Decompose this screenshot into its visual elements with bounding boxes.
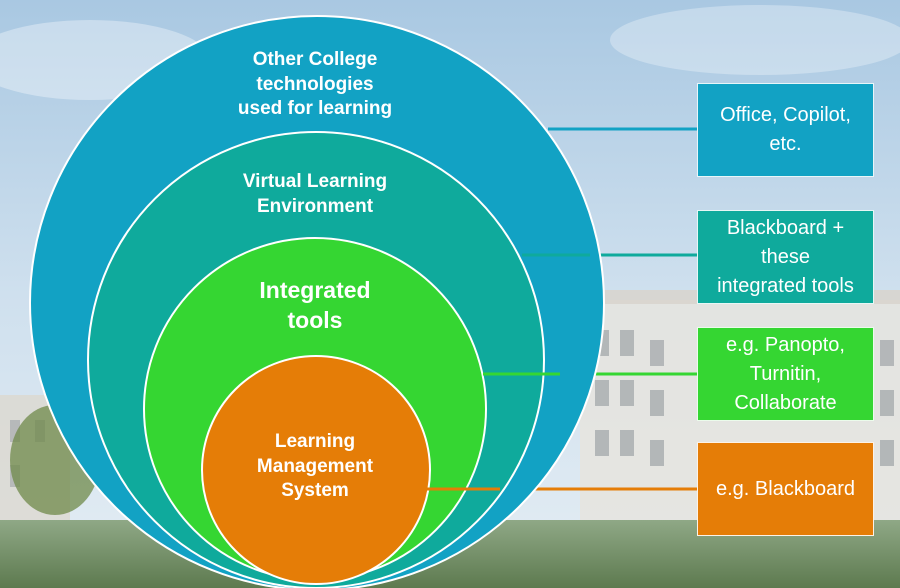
label-other-technologies: Other College technologies used for lear… [195, 48, 435, 122]
callout-blackboard-integrated: Blackboard + these integrated tools [697, 210, 874, 304]
callout-line: Turnitin, [749, 362, 822, 385]
label-line: Integrated [259, 277, 371, 303]
label-line: System [281, 480, 349, 502]
callout-blackboard: e.g. Blackboard [697, 442, 874, 536]
label-virtual-learning-environment: Virtual Learning Environment [200, 170, 430, 219]
callout-line: e.g. Panopto, [726, 333, 845, 356]
circle-learning-management-system [201, 355, 431, 585]
callout-panopto-turnitin: e.g. Panopto, Turnitin, Collaborate [697, 327, 874, 421]
callout-line: these [761, 245, 810, 268]
label-line: used for learning [237, 98, 393, 120]
callout-office-copilot: Office, Copilot, etc. [697, 83, 874, 177]
label-line: Other College [252, 49, 378, 70]
label-learning-management-system: Learning Management System [235, 430, 395, 504]
label-integrated-tools: Integrated tools [215, 275, 415, 336]
callout-line: Blackboard + [726, 216, 845, 239]
callout-line: e.g. Blackboard [716, 477, 855, 500]
label-line: Environment [256, 195, 374, 217]
label-line: technologies [256, 73, 374, 95]
callout-line: integrated tools [717, 274, 854, 297]
label-line: Virtual Learning [242, 171, 388, 192]
callout-line: etc. [769, 133, 802, 155]
label-line: Management [256, 455, 374, 477]
callout-line: Office, Copilot, [720, 104, 851, 126]
label-line: tools [287, 307, 343, 334]
label-line: Learning [274, 431, 356, 452]
callout-line: Collaborate [734, 391, 837, 414]
